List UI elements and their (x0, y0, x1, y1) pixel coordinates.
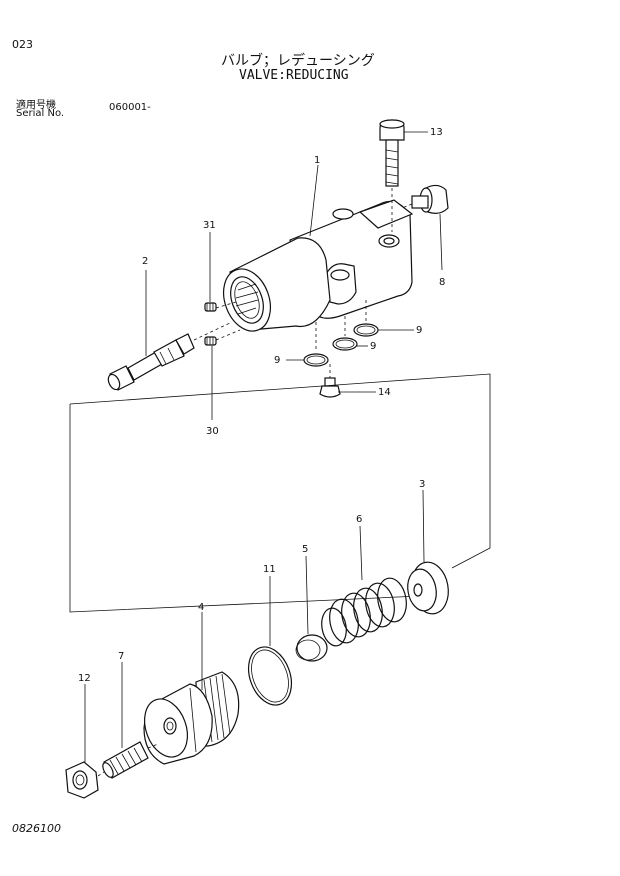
part-1-valve-body (223, 199, 414, 332)
part-7-adjusting-screw (102, 741, 159, 779)
svg-text:31: 31 (203, 220, 216, 231)
document-number: 0826100 (12, 822, 61, 835)
part-3-spring-seat (407, 561, 449, 615)
part-9-o-ring-b (332, 316, 358, 351)
svg-text:8: 8 (439, 277, 445, 288)
callout-12: 12 (78, 673, 91, 762)
callout-6: 6 (356, 514, 363, 581)
part-12-lock-nut (65, 761, 105, 799)
serial-value: 060001- (109, 102, 151, 113)
part-2-spool (107, 321, 233, 391)
part-4-cap (143, 671, 240, 765)
part-9-o-ring-c (303, 322, 329, 367)
svg-text:4: 4 (198, 602, 204, 613)
callout-9-a: 9 (378, 325, 422, 336)
part-11-o-ring (247, 646, 293, 706)
svg-text:9: 9 (274, 355, 280, 366)
svg-text:13: 13 (430, 127, 443, 138)
assembly-boundary-line (69, 373, 491, 613)
callout-4: 4 (198, 602, 204, 690)
callout-31: 31 (203, 220, 216, 302)
callout-3: 3 (419, 479, 425, 563)
callout-5: 5 (302, 544, 309, 635)
serial-label-japanese: 適用号機 (16, 100, 56, 111)
callout-1: 1 (309, 155, 320, 237)
part-5-disc (295, 634, 328, 662)
svg-text:3: 3 (419, 479, 425, 490)
svg-text:2: 2 (142, 256, 148, 267)
svg-text:5: 5 (302, 544, 308, 555)
svg-text:30: 30 (206, 426, 219, 437)
svg-text:9: 9 (416, 325, 422, 336)
part-31-set-screw (204, 301, 237, 312)
part-6-spring (321, 577, 407, 647)
callout-9-c: 9 (274, 355, 304, 366)
callout-14: 14 (338, 387, 391, 398)
callout-2: 2 (142, 256, 148, 356)
callout-7: 7 (118, 651, 124, 748)
part-8-plug (401, 184, 449, 214)
part-30-set-screw (204, 329, 241, 346)
callout-8: 8 (439, 213, 445, 288)
svg-text:12: 12 (78, 673, 91, 684)
part-13-socket-bolt (379, 119, 405, 232)
page-number: 023 (12, 38, 33, 51)
svg-text:11: 11 (263, 564, 276, 575)
title-japanese: バルブ；レデューシング (221, 53, 375, 69)
callout-9-b: 9 (357, 341, 376, 352)
callout-13: 13 (404, 127, 443, 138)
part-14-plug (319, 364, 341, 398)
title-english: VALVE:REDUCING (239, 68, 349, 83)
svg-text:9: 9 (370, 341, 376, 352)
callout-11: 11 (263, 564, 276, 646)
svg-text:6: 6 (356, 514, 362, 525)
svg-text:1: 1 (314, 155, 320, 166)
callout-30: 30 (206, 346, 219, 437)
svg-text:14: 14 (378, 387, 391, 398)
svg-text:7: 7 (118, 651, 124, 662)
serial-label-english: Serial No. (16, 108, 65, 119)
